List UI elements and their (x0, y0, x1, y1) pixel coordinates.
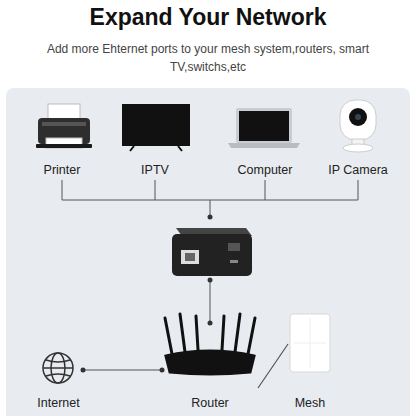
page-title: Expand Your Network (0, 4, 416, 31)
device-node: Mesh (288, 310, 332, 410)
device-node: Printer (32, 100, 92, 177)
device-label: Printer (32, 163, 92, 177)
subtitle-note: Add more Ehternet ports to your mesh sys… (40, 40, 376, 76)
laptop-icon (228, 108, 300, 148)
device-label: Router (162, 396, 258, 410)
network-link (81, 368, 165, 373)
camera-icon (340, 100, 376, 152)
wire-dot (208, 278, 213, 283)
device-label: Computer (227, 163, 303, 177)
device-label: Internet (34, 396, 83, 410)
link-dot (160, 368, 165, 373)
device-label: IP Camera (325, 163, 391, 177)
device-wiring (62, 180, 358, 322)
tv-icon (122, 104, 190, 151)
network-link (258, 344, 288, 388)
globe-icon (43, 353, 73, 383)
device-label: Mesh (288, 396, 332, 410)
wire-dot (208, 215, 213, 220)
link-dot (81, 368, 86, 373)
device-node: Internet (34, 350, 83, 410)
link-line (258, 344, 288, 388)
device-label: IPTV (119, 163, 191, 177)
mesh-icon (290, 314, 330, 372)
link-line (83, 369, 162, 370)
device-node: IP Camera (325, 96, 391, 177)
device-node: Router (162, 310, 258, 410)
switch-device (172, 228, 252, 276)
device-node: Computer (227, 100, 303, 177)
router-icon (165, 314, 255, 374)
wire-dot (208, 321, 213, 326)
printer-icon (36, 104, 92, 148)
device-node: IPTV (119, 100, 191, 177)
